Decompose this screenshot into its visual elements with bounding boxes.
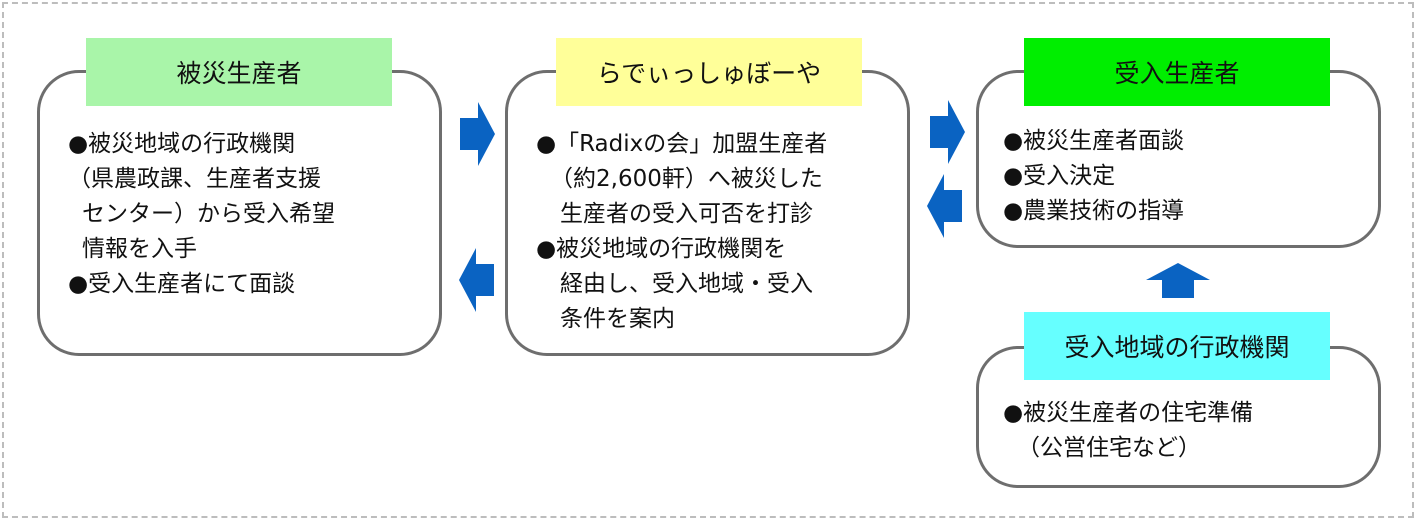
diagram-frame	[2, 2, 1414, 518]
receiver-line-1: ●被災生産者面談	[1003, 128, 1185, 154]
receiving-government-title: 受入地域の行政機関	[1024, 312, 1330, 380]
radish-line-4: ●被災地域の行政機関を	[536, 236, 787, 262]
receiver-line-3: ●農業技術の指導	[1003, 198, 1185, 224]
radish-line-5: 経由し、受入地域・受入	[560, 271, 813, 297]
victim-producer-text: ●被災地域の行政機関 （県農政課、生産者支援 センター）から受入希望 情報を入手…	[68, 127, 335, 302]
arrow-admin-to-receiver	[1146, 263, 1210, 298]
radish-boya-title: らでぃっしゅぼーや	[556, 38, 862, 106]
receiver-line-2: ●受入決定	[1003, 163, 1116, 189]
radish-boya-box	[505, 70, 910, 356]
arrow-receiver-to-radish	[927, 174, 962, 238]
radish-line-6: 条件を案内	[560, 306, 675, 332]
admin-line-1: ●被災生産者の住宅準備	[1003, 400, 1254, 426]
victim-line-2: （県農政課、生産者支援	[68, 166, 321, 192]
arrow-radish-to-victim	[459, 248, 494, 312]
victim-line-3: センター）から受入希望	[82, 201, 335, 227]
victim-line-1: ●被災地域の行政機関	[68, 131, 296, 157]
radish-boya-text: ●「Radixの会」加盟生産者 （約2,600軒）へ被災した 生産者の受入可否を…	[536, 127, 827, 337]
arrow-radish-to-receiver	[930, 100, 965, 164]
victim-line-5: ●受入生産者にて面談	[68, 271, 296, 297]
victim-line-4: 情報を入手	[82, 236, 197, 262]
arrow-victim-to-radish	[460, 102, 495, 166]
radish-line-2: （約2,600軒）へ被災した	[550, 166, 823, 192]
radish-line-3: 生産者の受入可否を打診	[560, 201, 813, 227]
victim-producer-title: 被災生産者	[86, 38, 392, 106]
admin-line-2: （公営住宅など）	[1017, 435, 1201, 461]
receiving-producer-title: 受入生産者	[1024, 38, 1330, 106]
radish-line-1: ●「Radixの会」加盟生産者	[536, 131, 828, 157]
receiving-producer-text: ●被災生産者面談 ●受入決定 ●農業技術の指導	[1003, 124, 1184, 229]
receiving-government-text: ●被災生産者の住宅準備 （公営住宅など）	[1003, 396, 1253, 466]
